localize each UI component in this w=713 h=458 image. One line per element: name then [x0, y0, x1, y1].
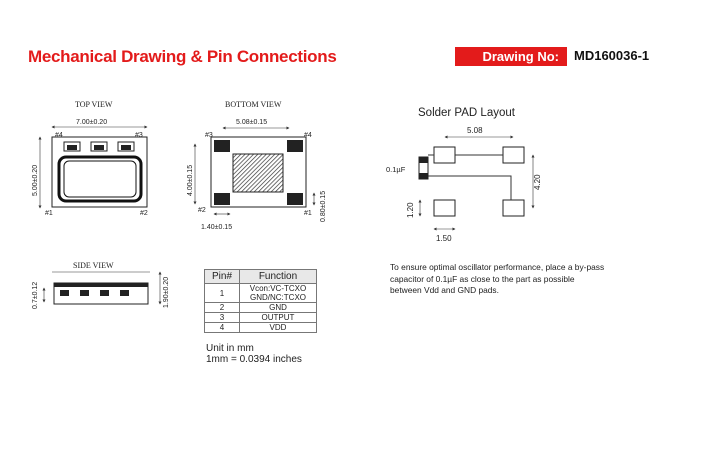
top-view-lid: [57, 155, 143, 203]
bottom-pin-4: #4: [304, 132, 312, 139]
bottom-pad-height-dim: 0.80±0.15: [320, 191, 327, 222]
side-pad-2: [80, 290, 89, 296]
pin-number: 1: [204, 283, 240, 303]
bottom-pad-1: [287, 193, 303, 205]
top-width-dim: 7.00±0.20: [76, 119, 107, 126]
pin-function: GND: [239, 302, 317, 313]
pin-number: 3: [204, 312, 240, 323]
table-row: 1 Vcon:VC-TCXO GND/NC:TCXO: [204, 283, 317, 303]
top-height-dim: 5.00±0.20: [32, 165, 39, 196]
top-view-label: TOP VIEW: [75, 100, 113, 109]
cap-label: 0.1µF: [386, 165, 406, 174]
side-pad-4: [120, 290, 129, 296]
pin-function-line: Vcon:VC-TCXO: [249, 284, 307, 293]
bottom-pin-3: #3: [205, 132, 213, 139]
solder-pad-w-dim: 1.50: [436, 234, 452, 243]
solder-pad-title: Solder PAD Layout: [418, 107, 516, 119]
side-view-lid: [54, 283, 148, 287]
table-row: 3 OUTPUT: [204, 312, 317, 323]
bypass-capacitor-bottom: [419, 173, 428, 179]
table-row: 2 GND: [204, 302, 317, 313]
pin-header: Pin#: [204, 269, 240, 284]
solder-width-dim: 5.08: [467, 126, 483, 135]
solder-pad-tl: [433, 146, 456, 164]
bottom-pad-3: [214, 140, 230, 152]
drawing-number-value: MD160036-1: [574, 48, 650, 63]
bypass-capacitor-top: [419, 157, 428, 163]
top-pad-1-fill: [67, 145, 77, 150]
solder-height-dim: 4.20: [533, 174, 542, 190]
solder-pad-tr: [502, 146, 525, 164]
pin-function: VDD: [239, 322, 317, 333]
units-note: Unit in mm 1mm = 0.0394 inches: [206, 343, 302, 365]
bottom-pad-width-dim: 1.40±0.15: [201, 224, 232, 231]
bottom-pitch-dim: 5.08±0.15: [236, 119, 267, 126]
top-pin-2: #2: [140, 210, 148, 217]
units-line-1: Unit in mm: [206, 343, 254, 354]
side-left-dim: 0.7±0.12: [32, 282, 39, 309]
drawing-number-label: Drawing No:: [455, 47, 567, 66]
top-pin-3: #3: [135, 132, 143, 139]
bottom-pin-2: #2: [198, 207, 206, 214]
pin-number: 4: [204, 322, 240, 333]
solder-pad-br: [502, 199, 525, 217]
solder-pad-h-dim: 1.20: [406, 202, 415, 218]
side-pad-1: [60, 290, 69, 296]
bottom-pad-2: [214, 193, 230, 205]
function-header: Function: [239, 269, 317, 284]
top-pad-3-fill: [121, 145, 131, 150]
top-pad-2-fill: [94, 145, 104, 150]
side-pad-3: [100, 290, 109, 296]
side-right-dim: 1.90±0.20: [163, 277, 170, 308]
bottom-height-dim: 4.00±0.15: [187, 165, 194, 196]
pin-function-line: GND/NC:TCXO: [250, 293, 306, 302]
bottom-pin-1: #1: [304, 210, 312, 217]
pin-function: OUTPUT: [239, 312, 317, 323]
units-line-2: 1mm = 0.0394 inches: [206, 354, 302, 365]
side-view-label: SIDE VIEW: [73, 261, 114, 270]
table-row: 4 VDD: [204, 322, 317, 333]
page-title: Mechanical Drawing & Pin Connections: [28, 47, 337, 66]
top-pin-4: #4: [55, 132, 63, 139]
solder-trace-gnd: [428, 175, 512, 200]
pin-function: Vcon:VC-TCXO GND/NC:TCXO: [239, 283, 317, 303]
bypass-note: To ensure optimal oscillator performance…: [390, 262, 605, 295]
bottom-view-label: BOTTOM VIEW: [225, 100, 282, 109]
top-pin-1: #1: [45, 210, 53, 217]
bottom-pad-4: [287, 140, 303, 152]
pin-function-table: Pin# Function 1 Vcon:VC-TCXO GND/NC:TCXO…: [204, 269, 317, 333]
bottom-center-pad: [232, 153, 284, 193]
pin-number: 2: [204, 302, 240, 313]
top-view-lid-inner: [63, 160, 137, 198]
pin-table-header: Pin# Function: [204, 269, 317, 284]
solder-pad-bl: [433, 199, 456, 217]
